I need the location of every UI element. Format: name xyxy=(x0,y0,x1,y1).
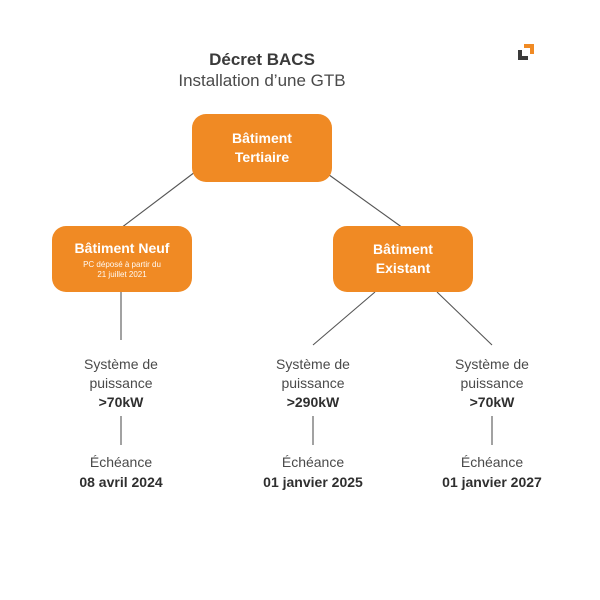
leaf-1-system-line1: Système de xyxy=(84,356,158,372)
node-root-line2: Tertiaire xyxy=(234,149,290,165)
connector-root-neuf xyxy=(120,171,196,229)
page-subtitle: Installation d’une GTB xyxy=(178,71,346,90)
deadline-2: Échéance 01 janvier 2025 xyxy=(228,452,398,492)
connector-existant-leaf2 xyxy=(312,291,376,346)
deadline-3-date: 01 janvier 2027 xyxy=(442,474,542,490)
connector-existant-leaf3 xyxy=(436,291,493,346)
deadline-3: Échéance 01 janvier 2027 xyxy=(407,452,577,492)
leaf-2-power: >290kW xyxy=(286,394,340,410)
leaf-3-system-line1: Système de xyxy=(455,356,529,372)
deadline-3-label: Échéance xyxy=(460,454,524,470)
leaf-3-system-line2: puissance xyxy=(460,375,524,391)
node-neuf-note-line2: 21 juillet 2021 xyxy=(97,269,147,279)
leaf-system-2: Système de puissance >290kW xyxy=(238,355,388,412)
corner-brackets-logo xyxy=(518,44,534,60)
leaf-2-system-line2: puissance xyxy=(281,375,345,391)
node-neuf-label: Bâtiment Neuf xyxy=(74,239,170,256)
node-existant-line1: Bâtiment xyxy=(373,241,433,257)
leaf-2-system-line1: Système de xyxy=(276,356,350,372)
deadline-1-label: Échéance xyxy=(89,454,153,470)
node-batiment-neuf: Bâtiment Neuf PC déposé à partir du 21 j… xyxy=(52,226,192,292)
node-neuf-note-line1: PC déposé à partir du xyxy=(83,259,161,269)
node-batiment-existant: Bâtiment Existant xyxy=(333,226,473,292)
deadline-1: Échéance 08 avril 2024 xyxy=(36,452,206,492)
leaf-system-1: Système de puissance >70kW xyxy=(46,355,196,412)
leaf-1-power: >70kW xyxy=(98,394,144,410)
leaf-system-3: Système de puissance >70kW xyxy=(417,355,567,412)
node-root-line1: Bâtiment xyxy=(232,130,292,146)
deadline-2-date: 01 janvier 2025 xyxy=(263,474,363,490)
leaf-3-power: >70kW xyxy=(469,394,515,410)
page-title: Décret BACS xyxy=(209,50,315,69)
node-existant-line2: Existant xyxy=(375,260,431,276)
connector-root-existant xyxy=(324,171,404,229)
deadline-1-date: 08 avril 2024 xyxy=(79,474,163,490)
node-batiment-tertiaire: Bâtiment Tertiaire xyxy=(192,114,332,182)
leaf-1-system-line2: puissance xyxy=(89,375,153,391)
deadline-2-label: Échéance xyxy=(281,454,345,470)
